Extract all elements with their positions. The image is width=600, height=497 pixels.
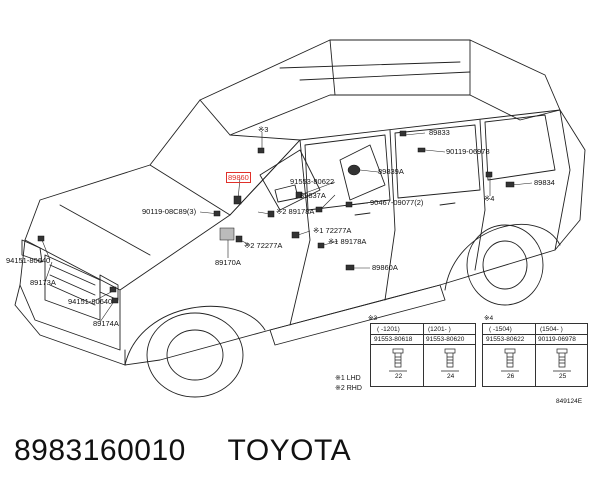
label-90119-06978: 90119-06978: [446, 147, 490, 156]
label-89178a-lhd: ※1 89178A: [328, 237, 367, 246]
table4-bolt-drawings: [501, 348, 571, 372]
table3-bolt-drawings: [389, 348, 459, 372]
table3-title: ※3: [368, 315, 378, 322]
table3-col1-part: 91553-80618: [374, 336, 413, 343]
label-89170a: 89170A: [215, 258, 241, 267]
label-89839a: 89839A: [378, 167, 404, 176]
label-90467-09077: 90467-09077(2): [370, 198, 424, 207]
label-89178a-rhd: ※2 89178A: [276, 207, 315, 216]
legend-rhd: ※2 RHD: [335, 385, 362, 392]
table3-col1-range: ( -1201): [377, 326, 400, 333]
footer-caption: 8983160010 TOYOTA: [14, 434, 351, 468]
label-89833: 89833: [429, 128, 450, 137]
table3: ( -1201) (1201- ) 91553-80618 91553-8062…: [370, 323, 476, 387]
label-89173a: 89173A: [30, 278, 56, 287]
label-ref3: ※3: [258, 125, 269, 134]
label-ref4: ※4: [484, 194, 495, 203]
label-72277a-rhd: ※2 72277A: [244, 241, 283, 250]
table3-col2-range: (1201- ): [428, 326, 451, 333]
label-94151-80640-lower: 94151-80640: [68, 297, 113, 306]
table4-title: ※4: [484, 315, 494, 322]
table4: ( -1504) (1504- ) 91553-80622 90119-0697…: [482, 323, 588, 387]
table4-col1-range: ( -1504): [489, 326, 512, 333]
label-91553-80622: 91553-80622: [290, 177, 335, 186]
table4-col2-range: (1504- ): [540, 326, 563, 333]
part-number: 8983160010: [14, 434, 186, 467]
label-89837a: 89837A: [300, 191, 326, 200]
label-90119-08c89: 90119-08C89(3): [142, 207, 197, 216]
table3-col1-length: 22: [395, 373, 403, 380]
label-72277a-lhd: ※1 72277A: [313, 226, 352, 235]
table4-col2-length: 25: [559, 373, 567, 380]
highlighted-part-89860: 89860: [226, 172, 251, 183]
label-89174a: 89174A: [93, 319, 119, 328]
table4-col1-length: 26: [507, 373, 515, 380]
label-89834: 89834: [534, 178, 555, 187]
table3-col2-part: 91553-80620: [426, 336, 465, 343]
table4-col2-part: 90119-06978: [538, 336, 576, 343]
table3-col2-length: 24: [447, 373, 455, 380]
label-89860a: 89860A: [372, 263, 398, 272]
legend-lhd: ※1 LHD: [335, 375, 361, 382]
label-94151-80640-upper: 94151-80640: [6, 256, 51, 265]
table4-col1-part: 91553-80622: [486, 336, 525, 343]
figure-code: 849124E: [556, 398, 583, 405]
brand-name: TOYOTA: [227, 434, 352, 467]
vehicle-line-drawing: [14, 39, 586, 398]
